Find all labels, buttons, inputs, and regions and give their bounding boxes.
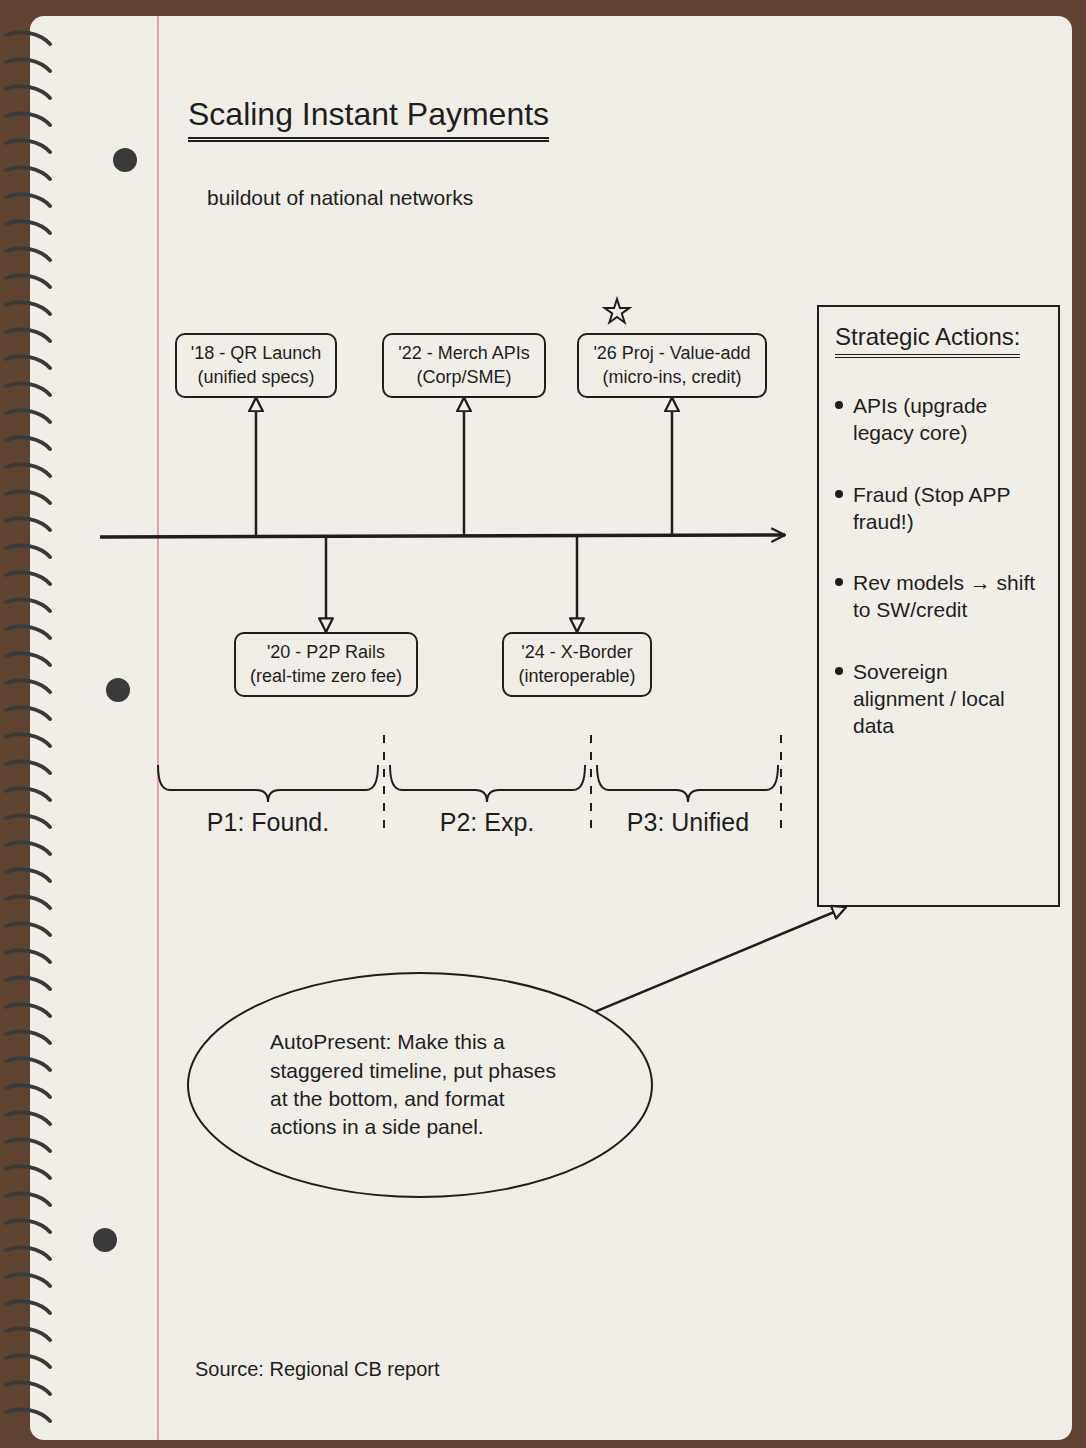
milestone-text: '18 - QR Launch	[191, 341, 322, 365]
timeline-spoke	[671, 398, 674, 537]
star-symbol	[605, 299, 630, 323]
milestone-text: '24 - X-Border	[518, 640, 635, 664]
bullet-dot	[835, 490, 843, 498]
punch-hole	[93, 1228, 117, 1252]
timeline-axis	[100, 535, 785, 537]
phase-label: P3: Unified	[627, 808, 749, 837]
punch-hole	[113, 148, 137, 172]
callout-ellipse: AutoPresent: Make this a staggered timel…	[185, 970, 655, 1200]
milestone-box: '20 - P2P Rails(real-time zero fee)	[234, 632, 418, 697]
margin-line	[157, 16, 159, 1440]
action-item: Rev models → shift to SW/credit	[835, 569, 1044, 624]
phase-divider	[383, 735, 385, 830]
milestone-box: '18 - QR Launch(unified specs)	[175, 333, 338, 398]
ellipse-shape	[188, 973, 652, 1197]
action-item: APIs (upgrade legacy core)	[835, 392, 1044, 447]
timeline-spoke	[463, 398, 466, 537]
phase-label: P1: Found.	[207, 808, 329, 837]
action-item: Sovereign alignment / local data	[835, 658, 1044, 740]
phase-label: P2: Exp.	[440, 808, 535, 837]
panel-heading: Strategic Actions:	[835, 323, 1020, 358]
timeline-spoke	[325, 537, 328, 632]
action-item: Fraud (Stop APP fraud!)	[835, 481, 1044, 536]
action-text: Fraud (Stop APP fraud!)	[853, 481, 1044, 536]
source-caption: Source: Regional CB report	[195, 1358, 440, 1381]
phase-bracket	[597, 765, 778, 802]
bullet-dot	[835, 578, 843, 586]
milestone-text: (interoperable)	[518, 664, 635, 688]
subtitle: buildout of national networks	[207, 186, 473, 210]
phase-bracket	[158, 765, 378, 802]
action-text: Rev models → shift to SW/credit	[853, 569, 1044, 624]
bullet-dot	[835, 667, 843, 675]
milestone-text: (Corp/SME)	[398, 365, 529, 389]
spiral-binding	[0, 22, 56, 1432]
milestone-text: '26 Proj - Value-add	[593, 341, 750, 365]
timeline-spoke	[576, 537, 579, 632]
timeline-spoke	[255, 398, 258, 537]
title: Scaling Instant Payments	[188, 96, 549, 142]
milestone-text: '22 - Merch APIs	[398, 341, 529, 365]
action-text: Sovereign alignment / local data	[853, 658, 1044, 740]
phase-divider	[780, 735, 782, 830]
actions-panel: Strategic Actions: APIs (upgrade legacy c…	[817, 305, 1060, 907]
callout-arrow	[595, 907, 846, 1012]
callout-text: AutoPresent: Make this a staggered timel…	[270, 1028, 570, 1141]
punch-hole	[106, 678, 130, 702]
milestone-text: (real-time zero fee)	[250, 664, 402, 688]
ellipse-outline	[185, 970, 655, 1200]
milestone-text: (unified specs)	[191, 365, 322, 389]
milestone-box: '22 - Merch APIs(Corp/SME)	[382, 333, 545, 398]
milestone-text: (micro-ins, credit)	[593, 365, 750, 389]
bullet-dot	[835, 401, 843, 409]
milestone-box: '24 - X-Border(interoperable)	[502, 632, 651, 697]
paper-sheet	[30, 16, 1072, 1440]
phase-divider	[590, 735, 592, 830]
milestone-box: '26 Proj - Value-add(micro-ins, credit)	[577, 333, 766, 398]
phase-bracket	[390, 765, 585, 802]
action-text: APIs (upgrade legacy core)	[853, 392, 1044, 447]
milestone-text: '20 - P2P Rails	[250, 640, 402, 664]
